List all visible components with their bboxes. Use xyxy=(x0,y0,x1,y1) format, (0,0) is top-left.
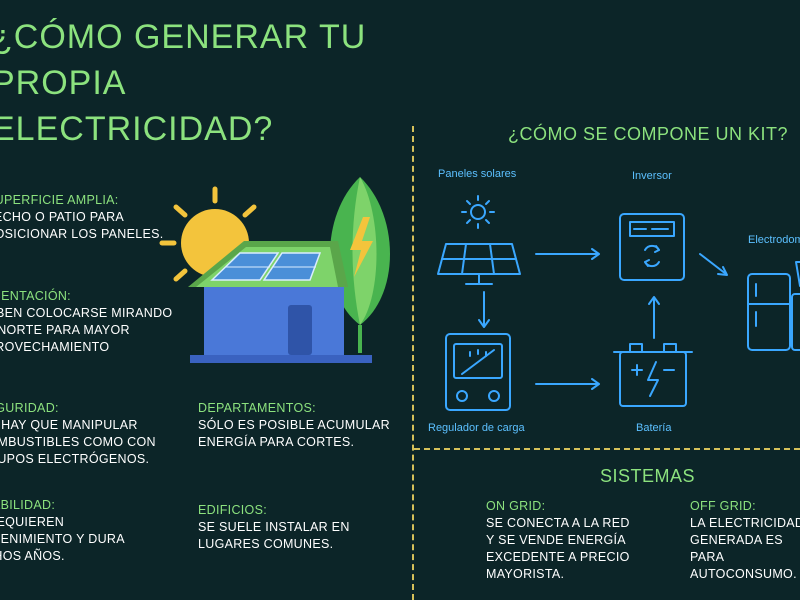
item-body: TECHO O PATIO PARA POSICIONAR LOS PANELE… xyxy=(0,210,164,241)
item-heading: DURABILIDAD: xyxy=(0,498,56,512)
on-grid: ON GRID: SE CONECTA A LA RED Y SE VENDE … xyxy=(486,498,676,583)
item-body: SÓLO ES POSIBLE ACUMULAR ENERGÍA PARA CO… xyxy=(198,418,390,449)
item-body: NO REQUIEREN MANTENIMIENTO Y DURA MUCHOS… xyxy=(0,515,125,563)
on-grid-body: SE CONECTA A LA RED Y SE VENDE ENERGÍA E… xyxy=(486,516,630,581)
item-heading: EDIFICIOS: xyxy=(198,503,267,517)
item-body: SE SUELE INSTALAR EN LUGARES COMUNES. xyxy=(198,520,350,551)
off-grid-body: LA ELECTRICIDAD GENERADA ES PARA AUTOCON… xyxy=(690,516,800,581)
kit-title: ¿CÓMO SE COMPONE UN KIT? xyxy=(508,124,789,144)
label-regulador: Regulador de carga xyxy=(428,422,525,434)
item-heading: ORIENTACIÓN: xyxy=(0,289,71,303)
solar-panel-icon xyxy=(437,243,521,285)
leaf-icon xyxy=(330,177,390,353)
item-body: NO HAY QUE MANIPULAR COMBUSTIBLES COMO C… xyxy=(0,418,156,466)
off-grid: OFF GRID: LA ELECTRICIDAD GENERADA ES PA… xyxy=(690,498,800,583)
label-paneles: Paneles solares xyxy=(438,168,517,180)
sistemas-title: SISTEMAS xyxy=(600,466,696,486)
item-seguridad: SEGURIDAD: NO HAY QUE MANIPULAR COMBUSTI… xyxy=(0,400,178,468)
flow-arrows xyxy=(478,248,728,390)
item-orientacion: ORIENTACIÓN: DEBEN COLOCARSE MIRANDO AL … xyxy=(0,288,178,356)
label-electrodomesticos: Electrodomésticos xyxy=(748,234,800,246)
page-title: ¿CÓMO GENERAR TU PROPIA ELECTRICIDAD? xyxy=(0,18,367,148)
item-heading: DEPARTAMENTOS: xyxy=(198,401,316,415)
off-grid-heading: OFF GRID: xyxy=(690,499,756,513)
horizontal-divider xyxy=(414,448,800,450)
solar-panels xyxy=(210,252,322,281)
item-heading: SUPERFICIE AMPLIA: xyxy=(0,193,119,207)
item-body: DEBEN COLOCARSE MIRANDO AL NORTE PARA MA… xyxy=(0,306,173,354)
item-departamentos: DEPARTAMENTOS: SÓLO ES POSIBLE ACUMULAR … xyxy=(198,400,408,451)
on-grid-heading: ON GRID: xyxy=(486,499,546,513)
solar-house-illustration xyxy=(159,177,390,363)
item-durabilidad: DURABILIDAD: NO REQUIEREN MANTENIMIENTO … xyxy=(0,497,164,565)
inverter-icon xyxy=(619,213,685,281)
label-inversor: Inversor xyxy=(632,170,672,182)
vertical-divider xyxy=(412,126,414,600)
appliances-icon xyxy=(747,261,800,351)
item-superficie: SUPERFICIE AMPLIA: TECHO O PATIO PARA PO… xyxy=(0,192,186,243)
item-heading: SEGURIDAD: xyxy=(0,401,59,415)
item-edificios: EDIFICIOS: SE SUELE INSTALAR EN LUGARES … xyxy=(198,502,408,553)
label-bateria: Batería xyxy=(636,422,672,434)
battery-icon xyxy=(613,343,693,407)
house-icon xyxy=(188,241,372,363)
small-sun-icon xyxy=(461,195,495,229)
charge-regulator-icon xyxy=(445,333,511,411)
